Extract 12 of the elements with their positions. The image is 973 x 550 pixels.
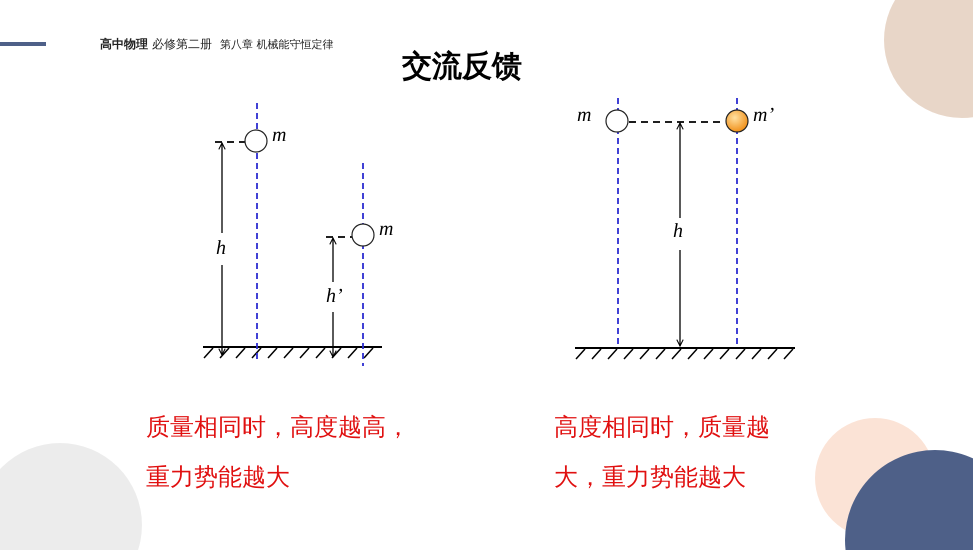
- height-label: h: [216, 238, 226, 258]
- mass-label: m: [379, 219, 394, 239]
- mass-label: m’: [753, 105, 774, 125]
- mass-label: m: [272, 125, 286, 145]
- conclusion-text: 高度相同时，质量越大，重力势能越大: [554, 412, 771, 493]
- height-label: h: [673, 221, 683, 241]
- slide-title: 交流反馈: [401, 48, 523, 86]
- header-text: 第八章 机械能守恒定律: [220, 37, 334, 52]
- conclusion-text: 质量相同时，高度越高，重力势能越大: [146, 412, 411, 493]
- mass-label: m: [577, 105, 592, 125]
- header-text: 高中物理 必修第二册: [100, 36, 212, 53]
- height-label: h’: [326, 286, 343, 306]
